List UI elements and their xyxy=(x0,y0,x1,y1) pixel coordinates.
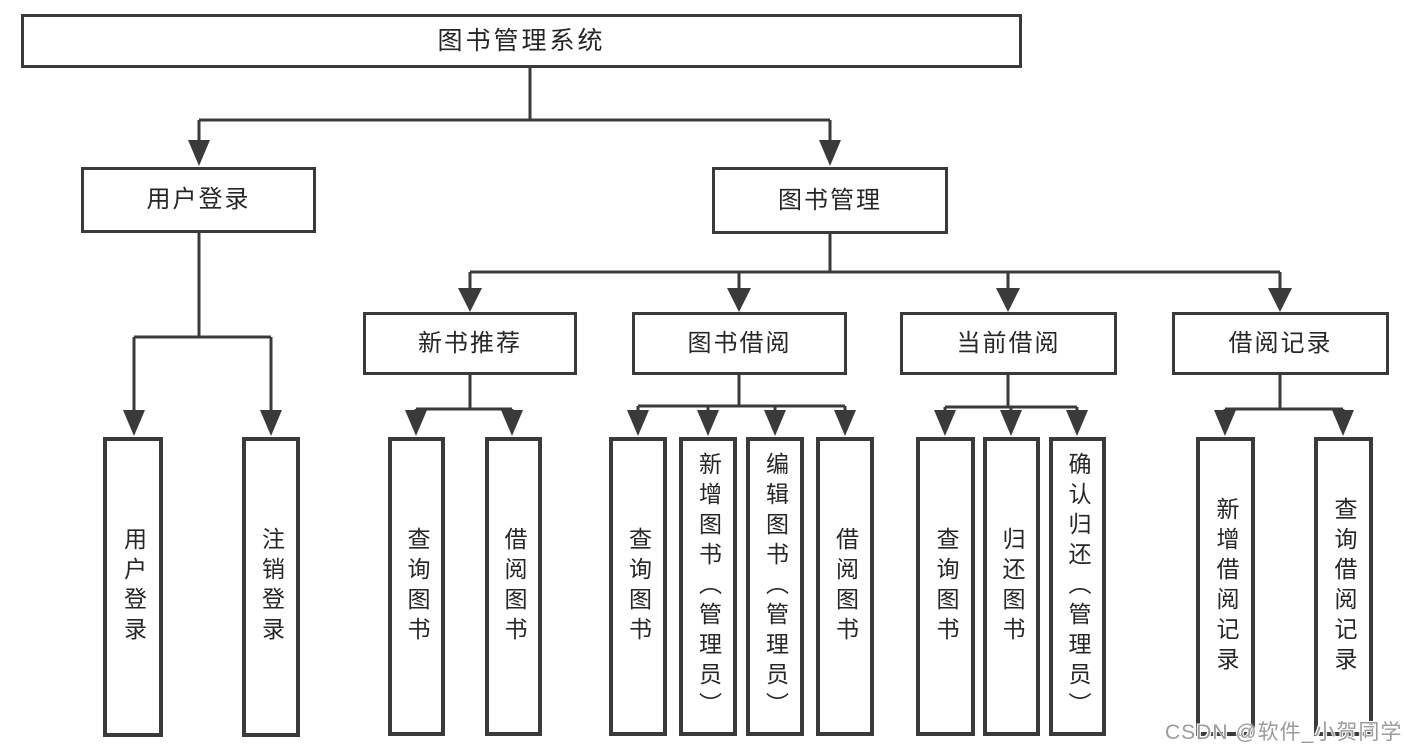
node-borrow-books-leaf: 借阅图书 xyxy=(816,437,874,736)
node-add-books-admin: 新增图书（管理员） xyxy=(679,437,737,736)
node-book-borrowing: 图书借阅 xyxy=(632,312,847,375)
node-book-management-branch: 图书管理 xyxy=(712,167,948,234)
node-confirm-return-admin: 确认归还（管理员） xyxy=(1049,437,1106,736)
node-library-management-system: 图书管理系统 xyxy=(21,14,1022,68)
node-new-book-recommend: 新书推荐 xyxy=(363,312,577,375)
node-query-borrow-record: 查询借阅记录 xyxy=(1314,437,1373,736)
node-logout-leaf: 注销登录 xyxy=(242,437,300,737)
node-query-books-recommend: 查询图书 xyxy=(388,437,445,736)
node-return-books: 归还图书 xyxy=(983,437,1040,736)
node-borrowing-records: 借阅记录 xyxy=(1172,312,1389,375)
node-current-borrowing: 当前借阅 xyxy=(900,312,1117,375)
node-edit-books-admin: 编辑图书（管理员） xyxy=(746,437,804,736)
node-query-books-current: 查询图书 xyxy=(916,437,975,736)
node-borrow-books-recommend: 借阅图书 xyxy=(485,437,542,736)
node-user-login-branch: 用户登录 xyxy=(81,167,316,233)
node-user-login-leaf: 用户登录 xyxy=(103,437,163,737)
node-add-borrow-record: 新增借阅记录 xyxy=(1196,437,1255,736)
csdn-watermark: CSDN @软件_小贺同学 xyxy=(1165,721,1403,744)
node-query-books-borrowing: 查询图书 xyxy=(609,437,667,736)
